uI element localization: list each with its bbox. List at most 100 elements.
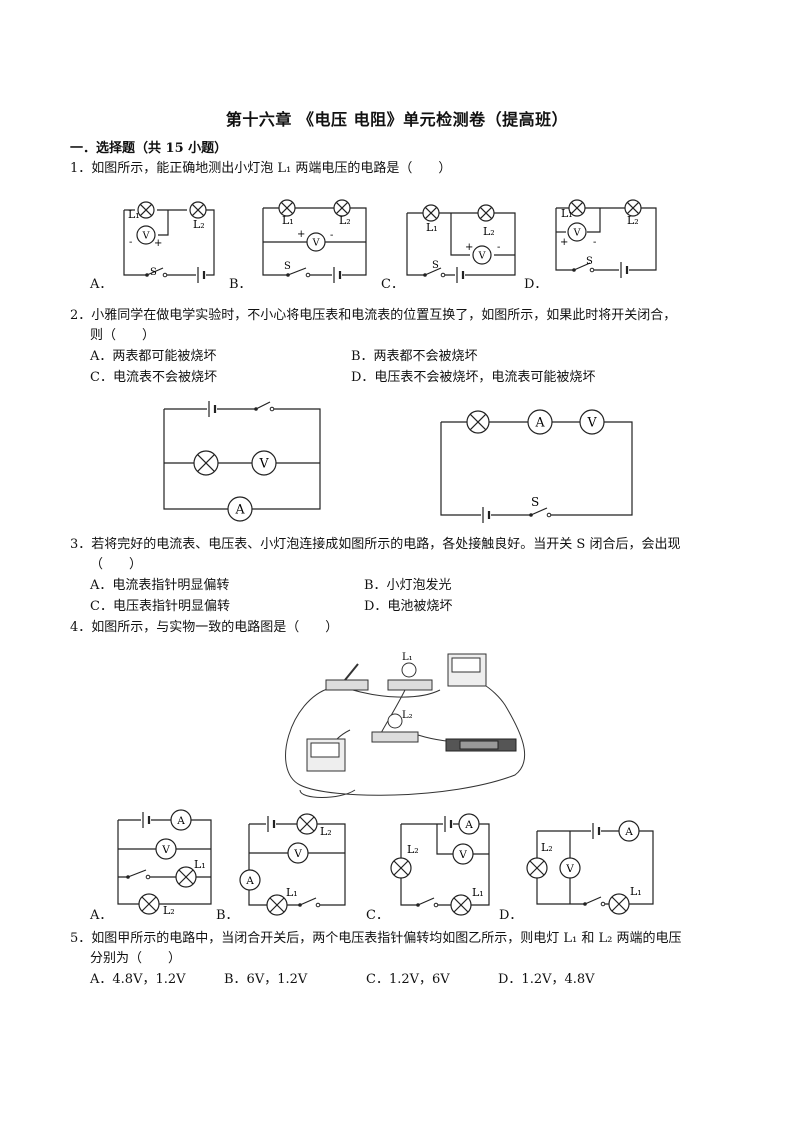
diagram-label-L1: L₁	[472, 886, 484, 899]
q1-option-c-label: C．	[381, 277, 404, 292]
q2-stem-line2: 则（ ）	[90, 328, 156, 343]
battery-icon	[591, 823, 601, 839]
diagram-label-L2: L₂	[163, 904, 175, 917]
q5-option-c: C．1.2V，6V	[366, 972, 450, 987]
q5-option-d: D．1.2V，4.8V	[498, 972, 595, 987]
battery-icon	[455, 267, 465, 283]
diagram-label-L1: L₁	[402, 652, 413, 663]
diagram-label-plus: +	[297, 229, 305, 240]
q1-option-b-label: B．	[229, 277, 252, 292]
voltmeter-icon: V	[136, 225, 156, 245]
diagram-label-L1: L₁	[128, 208, 140, 221]
voltmeter-icon-label: V	[458, 849, 467, 861]
ammeter-icon-label: A	[234, 502, 245, 517]
q4-option-d-label: D．	[499, 908, 523, 923]
switch-icon	[416, 897, 439, 908]
voltmeter-icon-label: V	[573, 227, 581, 238]
q2-option-a: A．两表都可能被烧坏	[90, 349, 217, 364]
battery-cell	[459, 740, 499, 750]
lamp-icon	[333, 199, 351, 217]
q5-option-a: A．4.8V，1.2V	[90, 972, 186, 987]
diagram-label-L1: L₁	[194, 858, 206, 871]
q3-option-b: B．小灯泡发光	[364, 578, 452, 593]
wire	[587, 208, 601, 233]
q1-option-d-label: D．	[524, 277, 548, 292]
meter-dial	[451, 657, 481, 673]
voltmeter-icon: V	[452, 843, 474, 865]
section-heading: 一．选择题（共 15 小题）	[70, 141, 228, 156]
lamp-icon	[137, 201, 155, 219]
voltmeter-icon-label: V	[586, 415, 597, 430]
q2-stem-line1: 2．小雅同学在做电学实验时，不小心将电压表和电流表的位置互换了，如图所示，如果此…	[70, 308, 677, 323]
voltmeter-icon: V	[306, 232, 326, 252]
q5-stem-line1: 5．如图甲所示的电路中，当闭合开关后，两个电压表指针偏转均如图乙所示，则电灯 L…	[70, 931, 682, 946]
wire	[450, 213, 470, 256]
voltmeter-icon-label: V	[258, 456, 269, 471]
lamp-icon	[266, 894, 288, 916]
diagram-label-S: S	[432, 260, 439, 271]
q4-option-a-label: A．	[90, 908, 113, 923]
wire	[555, 207, 657, 271]
q5-stem-line2: 分别为（ ）	[90, 951, 182, 966]
q2-circuit: VA	[163, 401, 321, 522]
battery-icon	[207, 401, 217, 417]
ammeter-icon: A	[227, 496, 253, 522]
switch-icon	[298, 897, 321, 908]
switch-icon	[286, 267, 311, 278]
diagram-label-plus: +	[154, 238, 162, 249]
lamp-icon	[608, 893, 630, 915]
wire	[123, 209, 215, 276]
switch-icon	[126, 869, 151, 880]
q2-option-c: C．电流表不会被烧坏	[90, 370, 217, 385]
q3-option-a: A．电流表指针明显偏转	[90, 578, 230, 593]
switch-board	[325, 679, 369, 691]
diagram-label-L2: L₂	[483, 225, 495, 238]
lamp-icon	[466, 410, 490, 434]
diagram-label-minus: -	[593, 237, 596, 248]
ammeter-icon-label: A	[534, 415, 545, 430]
bulb-icon	[401, 662, 417, 678]
switch-icon	[572, 262, 595, 273]
ammeter-icon-label: A	[245, 875, 254, 887]
q3-option-d: D．电池被烧坏	[364, 599, 453, 614]
wire	[158, 210, 169, 236]
q3-option-c: C．电压表指针明显偏转	[90, 599, 230, 614]
diagram-label-plus: +	[560, 237, 568, 248]
lamp-base	[371, 731, 419, 743]
lamp-icon	[526, 857, 548, 879]
diagram-label-minus: -	[497, 242, 500, 253]
diagram-label-S: S	[531, 495, 539, 509]
switch-icon	[529, 507, 552, 518]
ammeter-icon: A	[527, 409, 553, 435]
ammeter-icon: A	[458, 813, 480, 835]
lamp-icon	[278, 199, 296, 217]
q2-option-d: D．电压表不会被烧坏，电流表可能被烧坏	[351, 370, 596, 385]
q3-stem-line2: （ ）	[90, 557, 143, 572]
bulb-icon	[387, 713, 403, 729]
lamp-base	[387, 679, 433, 691]
diagram-label-S: S	[284, 261, 291, 272]
page-title: 第十六章 《电压 电阻》单元检测卷（提高班）	[225, 110, 569, 129]
voltmeter-icon: V	[579, 409, 605, 435]
lamp-icon	[193, 450, 219, 476]
q4-option-c-label: C．	[366, 908, 389, 923]
voltmeter-icon: V	[155, 838, 177, 860]
lamp-icon	[138, 893, 160, 915]
wire	[440, 421, 633, 516]
voltmeter-icon-label: V	[565, 863, 574, 875]
voltmeter-icon-label: V	[142, 230, 150, 241]
wire	[536, 830, 654, 905]
voltmeter-icon-label: V	[312, 237, 320, 248]
diagram-label-L2: L₂	[339, 214, 351, 227]
voltmeter-icon-label: V	[478, 250, 486, 261]
diagram-label-L1: L₁	[630, 885, 642, 898]
battery-icon	[443, 816, 453, 832]
diagram-label-L1: L₁	[561, 207, 573, 220]
